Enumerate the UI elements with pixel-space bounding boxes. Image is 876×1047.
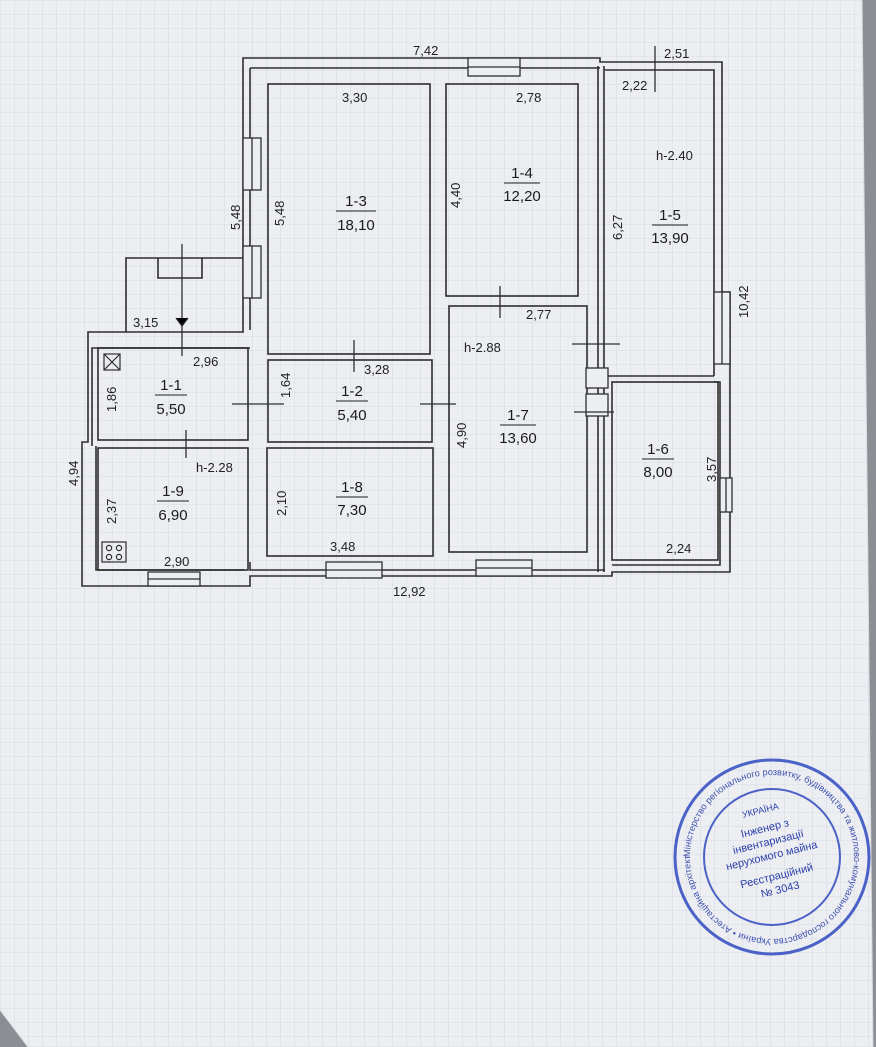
room-id: 1-2: [341, 383, 363, 400]
walls: [81, 57, 731, 587]
room-area: 13,90: [651, 230, 689, 247]
room-id: 1-4: [511, 165, 533, 182]
dim-r14-left: 4,40: [448, 183, 463, 208]
dim-r13-top: 3,30: [342, 90, 367, 105]
dim-r14-bottom: 2,77: [526, 307, 551, 322]
windows: [147, 57, 733, 587]
dim-left-lower: 4,94: [66, 461, 81, 486]
room-labels: 1-3 18,10 1-4 12,20 1-5 13,90 1-1 5,50 1…: [155, 165, 689, 524]
wall-room-1-6: [611, 381, 719, 561]
inner-wall-line: [91, 67, 721, 571]
room-1-5-label: 1-5 13,90: [651, 207, 689, 247]
porch-step: [157, 258, 203, 279]
wall-room-1-7: [448, 305, 588, 553]
porch-outline: [125, 257, 243, 332]
dim-r19-left: 2,37: [104, 499, 119, 524]
dim-r12-left: 1,64: [278, 373, 293, 398]
wall-room-1-2: [267, 359, 433, 443]
height-room-1-5: h-2.40: [656, 148, 693, 163]
wall-room-1-8: [266, 447, 434, 557]
room-id: 1-5: [659, 207, 681, 224]
room-id: 1-9: [162, 483, 184, 500]
dim-top: 7,42: [413, 43, 438, 58]
partition-walls: [597, 66, 714, 572]
dim-r12-top: 3,28: [364, 362, 389, 377]
dim-right: 10,42: [736, 285, 751, 318]
dim-r19-bottom: 2,90: [164, 554, 189, 569]
room-area: 12,20: [503, 188, 541, 205]
wall-room-1-3: [267, 83, 431, 355]
room-area: 8,00: [643, 464, 672, 481]
dim-bottom: 12,92: [393, 584, 426, 599]
room-id: 1-3: [345, 193, 367, 210]
dim-r18-left: 2,10: [274, 491, 289, 516]
dim-porch: 3,15: [133, 315, 158, 330]
dim-r16-bottom: 2,24: [666, 541, 691, 556]
dim-r14-top: 2,78: [516, 90, 541, 105]
room-1-7-label: 1-7 13,60: [499, 407, 537, 447]
boiler-icon: [103, 353, 121, 371]
room-area: 6,90: [158, 507, 187, 524]
door-marks: [175, 46, 656, 458]
room-1-8-label: 1-8 7,30: [336, 479, 368, 519]
outer-wall-line: [81, 57, 731, 587]
room-area: 5,40: [337, 407, 366, 424]
room-1-1-label: 1-1 5,50: [155, 377, 187, 418]
room-id: 1-6: [647, 441, 669, 458]
dim-r16-right: 3,57: [704, 457, 719, 482]
room-1-3-label: 1-3 18,10: [336, 193, 376, 234]
stove-icon: [101, 541, 127, 563]
dim-r15-top: 2,22: [622, 78, 647, 93]
height-room-1-9: h-2.28: [196, 460, 233, 475]
room-id: 1-7: [507, 407, 529, 424]
height-labels: h-2.40 h-2.88 h-2.28: [196, 148, 693, 475]
dimension-labels: 7,42 2,51 12,92 10,42 5,48 4,94 3,15 3,3…: [66, 43, 751, 599]
room-area: 7,30: [337, 502, 366, 519]
dim-r11-top: 2,96: [193, 354, 218, 369]
dim-r18-bottom: 3,48: [330, 539, 355, 554]
room-1-9-label: 1-9 6,90: [157, 483, 189, 524]
room-1-4-label: 1-4 12,20: [503, 165, 541, 205]
dim-r13-left: 5,48: [272, 201, 287, 226]
wall-room-1-4: [445, 83, 579, 297]
dim-r17-left: 4,90: [454, 423, 469, 448]
dim-left-upper: 5,48: [228, 205, 243, 230]
room-1-2-label: 1-2 5,40: [336, 383, 368, 424]
room-area: 13,60: [499, 430, 537, 447]
dim-r11-left: 1,86: [104, 387, 119, 412]
wall-room-1-1: [97, 347, 249, 441]
dim-r15-left: 6,27: [610, 215, 625, 240]
wall-room-1-9: [97, 447, 249, 571]
room-area: 5,50: [156, 401, 185, 418]
room-1-6-label: 1-6 8,00: [642, 441, 674, 481]
height-room-1-7: h-2.88: [464, 340, 501, 355]
room-id: 1-1: [160, 377, 182, 394]
room-id: 1-8: [341, 479, 363, 496]
dim-top-right: 2,51: [664, 46, 689, 61]
room-area: 18,10: [337, 217, 375, 234]
